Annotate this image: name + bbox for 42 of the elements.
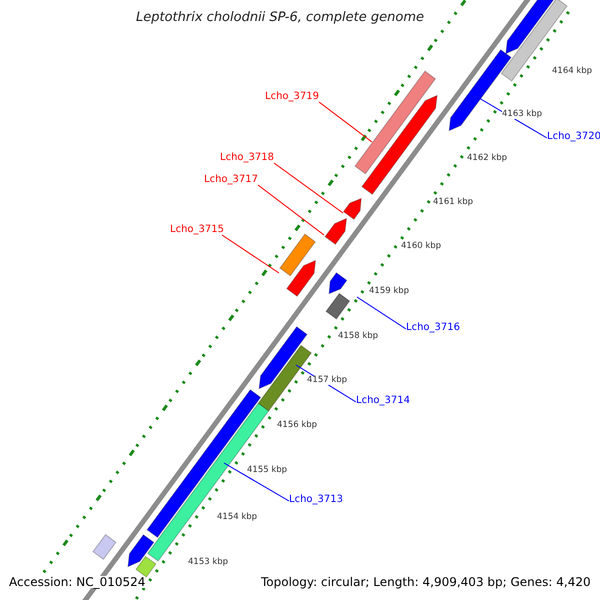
accession-text: Accession: NC_010524 xyxy=(9,576,146,588)
position-label: 4159 kbp xyxy=(369,287,410,296)
position-label: 4163 kbp xyxy=(502,110,542,118)
position-label: 4154 kbp xyxy=(217,513,258,522)
gene-bar xyxy=(325,292,350,320)
gene-label: Lcho_3719 xyxy=(265,92,319,102)
position-label: 4156 kbp xyxy=(277,421,318,430)
gene-bar xyxy=(279,233,316,276)
gene-bar xyxy=(342,198,362,220)
leader-line xyxy=(356,296,406,330)
gene-bar xyxy=(258,326,308,390)
gene-bar xyxy=(135,556,157,578)
gene-label: Lcho_3715 xyxy=(170,225,224,235)
leader-line xyxy=(258,184,324,236)
position-label: 4164 kbp xyxy=(552,67,592,76)
gene-label: Lcho_3720 xyxy=(547,132,600,142)
genome-summary: Topology: circular; Length: 4,909,403 bp; Genes: 4,420 xyxy=(261,576,591,588)
position-label: 4162 kbp xyxy=(467,154,508,162)
genome-title: Leptothrix cholodnii SP-6, complete genome xyxy=(136,11,424,24)
gene-bar xyxy=(92,534,117,560)
gene-bar xyxy=(286,260,316,297)
gene-bar xyxy=(505,0,556,54)
leader-line xyxy=(224,462,290,502)
leader-line xyxy=(274,162,344,214)
gene-bar xyxy=(354,70,436,174)
gene-bar xyxy=(361,94,438,195)
gene-label: Lcho_3713 xyxy=(289,495,343,505)
gene-bar xyxy=(127,534,154,568)
gene-bar xyxy=(328,272,348,294)
gene-label: Lcho_3716 xyxy=(406,323,460,333)
position-label: 4161 kbp xyxy=(433,198,474,206)
leader-line xyxy=(318,102,372,142)
position-label: 4155 kbp xyxy=(247,466,288,474)
gene-label: Lcho_3714 xyxy=(356,396,410,406)
gene-label: Lcho_3717 xyxy=(204,175,258,185)
leader-line xyxy=(222,234,280,274)
position-label: 4157 kbp xyxy=(307,376,348,384)
gene-bar xyxy=(324,218,348,245)
position-label: 4158 kbp xyxy=(338,332,378,340)
gene-label: Lcho_3718 xyxy=(220,153,274,163)
position-label: 4160 kbp xyxy=(401,242,442,250)
position-label: 4153 kbp xyxy=(188,558,228,566)
